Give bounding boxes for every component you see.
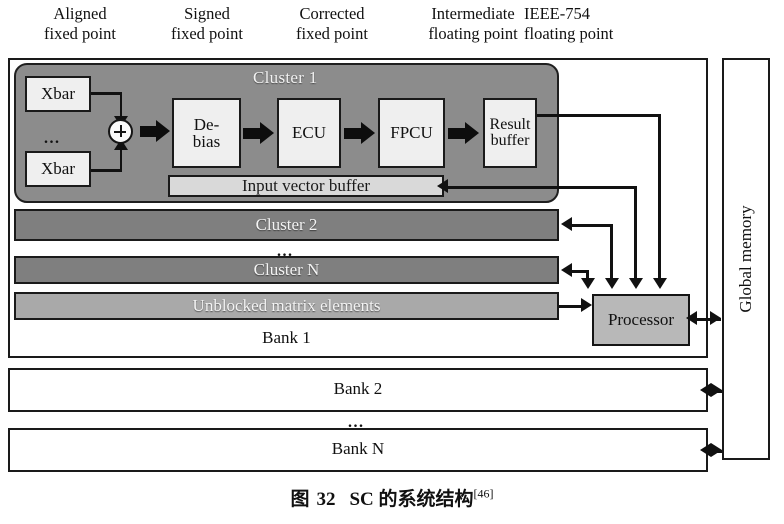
unblocked-to-processor-arrowhead: [581, 298, 592, 312]
cluster1-title: Cluster 1: [253, 68, 318, 87]
cluster-n-bar: Cluster N: [14, 256, 559, 284]
processor-to-cluster2-v: [610, 224, 613, 280]
bank1-label: Bank 1: [262, 328, 311, 347]
arrow-ecu-to-fpcu: [344, 122, 376, 144]
processor-gmem-link: [693, 318, 721, 321]
unit-ecu: ECU: [277, 98, 341, 168]
arrow-debias-to-ecu: [243, 122, 275, 144]
ivbuf-feedback-arrowhead: [437, 179, 448, 193]
column-label-signed-fixed-point: Signed fixed point: [171, 4, 243, 44]
unblocked-matrix-elements-bar: Unblocked matrix elements: [14, 292, 559, 320]
processor-gmem-arrowhead-left: [686, 311, 697, 325]
column-label-aligned-fixed-point: Aligned fixed point: [44, 4, 116, 44]
xbar-top-wire-h: [91, 92, 122, 95]
bank2-gmem-arrowhead-left: [700, 383, 711, 397]
caption-reference: [46]: [473, 486, 494, 501]
xbar-bottom: Xbar: [25, 151, 91, 187]
bankn-gmem-arrowhead-left: [700, 443, 711, 457]
xbar-bottom-wire-h: [91, 169, 122, 172]
column-label-intermediate-floating-point: Intermediate floating point: [428, 4, 518, 44]
column-label-corrected-fixed-point: Corrected fixed point: [296, 4, 368, 44]
bank2-gmem-arrowhead-right: [711, 383, 722, 397]
unit-result-buffer: Result buffer: [483, 98, 537, 168]
bankn-gmem-arrowhead-right: [711, 443, 722, 457]
column-label-ieee754-floating-point: IEEE-754 floating point: [524, 4, 614, 44]
xbar-bottom-arrowhead: [114, 139, 128, 150]
processor-to-ivbuf-h: [448, 186, 636, 189]
processor-block: Processor: [592, 294, 690, 346]
global-memory-block: Global memory: [722, 58, 770, 460]
cluster2-bar: Cluster 2: [14, 209, 559, 241]
processor-gmem-arrowhead-right: [710, 311, 721, 325]
xbar-top: Xbar: [25, 76, 91, 112]
result-buffer-out-arrowhead: [652, 278, 667, 289]
arrow-fpcu-to-result-buffer: [448, 122, 480, 144]
processor-feed-arrowhead-c: [604, 278, 619, 289]
xbar-bottom-wire-v: [119, 148, 123, 171]
adder-icon: [108, 119, 133, 144]
caption-prefix: 图: [290, 489, 310, 510]
processor-to-clustern-v: [586, 270, 589, 280]
figure-caption: 图 32 SC 的系统结构[46]: [0, 484, 784, 511]
clustern-in-arrowhead: [561, 263, 572, 277]
processor-to-clustern-h: [572, 270, 588, 273]
input-vector-buffer: Input vector buffer: [168, 175, 444, 197]
cluster-ellipsis: ...: [277, 243, 294, 260]
bank2-label: Bank 2: [333, 379, 383, 398]
xbar-top-wire-v: [119, 92, 123, 120]
caption-title: SC 的系统结构: [349, 489, 474, 510]
bank2-frame: [8, 368, 708, 412]
processor-to-ivbuf-v: [634, 186, 637, 280]
xbar-ellipsis: ...: [44, 130, 61, 147]
processor-feed-arrowhead-d: [580, 278, 595, 289]
bankn-frame: [8, 428, 708, 472]
unblocked-to-processor-h: [559, 305, 583, 308]
processor-feed-arrowhead-b: [628, 278, 643, 289]
bankn-label: Bank N: [331, 439, 385, 458]
arrow-adder-to-debias: [140, 120, 170, 142]
result-buffer-out-h: [537, 114, 661, 117]
processor-to-cluster2-h: [572, 224, 612, 227]
bank-ellipsis: ...: [348, 414, 365, 431]
caption-number: 32: [316, 489, 336, 510]
cluster2-in-arrowhead: [561, 217, 572, 231]
unit-de-bias: De- bias: [172, 98, 241, 168]
unit-fpcu: FPCU: [378, 98, 445, 168]
global-memory-label: Global memory: [736, 205, 755, 313]
result-buffer-out-v: [658, 114, 661, 280]
